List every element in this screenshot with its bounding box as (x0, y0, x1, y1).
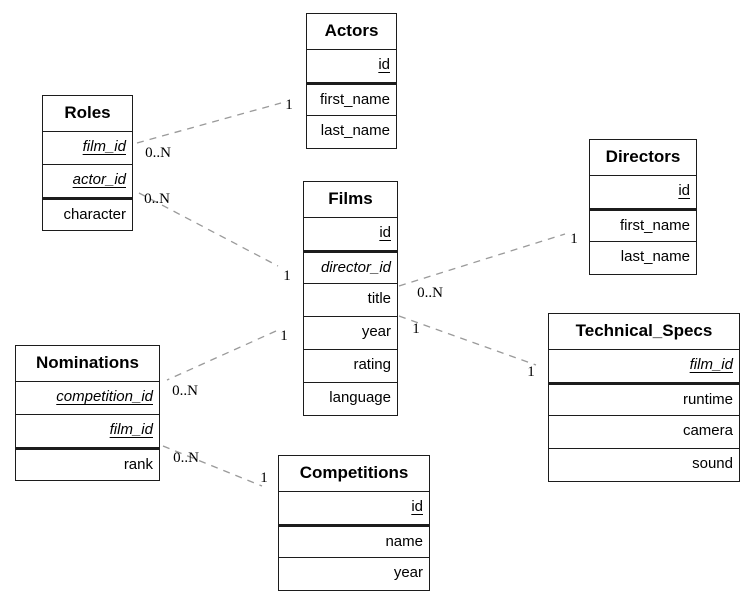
relationship-films-technical_specs (398, 315, 537, 366)
field-film_id: film_id (549, 349, 739, 382)
field-id: id (307, 49, 396, 82)
cardinality-label: 1 (280, 328, 288, 344)
field-competition_id: competition_id (16, 381, 159, 414)
field-first_name: first_name (590, 208, 696, 241)
field-director_id: director_id (304, 250, 397, 283)
field-film_id: film_id (43, 131, 132, 164)
field-last_name: last_name (590, 241, 696, 274)
cardinality-label: 1 (283, 268, 291, 284)
entity-title: Directors (605, 147, 681, 166)
cardinality-label: 0..N (173, 450, 199, 466)
field-language: language (304, 382, 397, 415)
entity-title: Films (328, 189, 373, 208)
field-name: name (279, 524, 429, 557)
field-first_name: first_name (307, 82, 396, 115)
entity-title: Technical_Specs (575, 321, 713, 340)
cardinality-label: 1 (527, 364, 535, 380)
entity-title: Nominations (36, 353, 139, 372)
field-runtime: runtime (549, 382, 739, 415)
field-camera: camera (549, 415, 739, 448)
relationship-roles-films (138, 192, 279, 267)
field-character: character (43, 197, 132, 230)
field-actor_id: actor_id (43, 164, 132, 197)
cardinality-label: 1 (412, 321, 420, 337)
relationship-roles-actors (136, 102, 282, 144)
field-sound: sound (549, 448, 739, 481)
relationship-films-nominations (166, 330, 277, 381)
entity-title: Competitions (299, 463, 409, 482)
cardinality-label: 0..N (145, 145, 171, 161)
field-last_name: last_name (307, 115, 396, 148)
cardinality-label: 1 (570, 231, 578, 247)
field-id: id (304, 217, 397, 250)
field-rank: rank (16, 447, 159, 480)
relationship-films-directors (398, 233, 566, 287)
field-title: title (304, 283, 397, 316)
field-rating: rating (304, 349, 397, 382)
cardinality-label: 1 (260, 470, 268, 486)
cardinality-label: 0..N (172, 383, 198, 399)
field-id: id (590, 175, 696, 208)
cardinality-label: 1 (285, 97, 293, 113)
field-film_id: film_id (16, 414, 159, 447)
field-year: year (304, 316, 397, 349)
field-year: year (279, 557, 429, 590)
cardinality-label: 0..N (417, 285, 443, 301)
field-id: id (279, 491, 429, 524)
cardinality-label: 0..N (144, 191, 170, 207)
entity-title: Roles (64, 103, 111, 122)
entity-title: Actors (324, 21, 379, 40)
relationship-nominations-competitions (162, 445, 263, 487)
